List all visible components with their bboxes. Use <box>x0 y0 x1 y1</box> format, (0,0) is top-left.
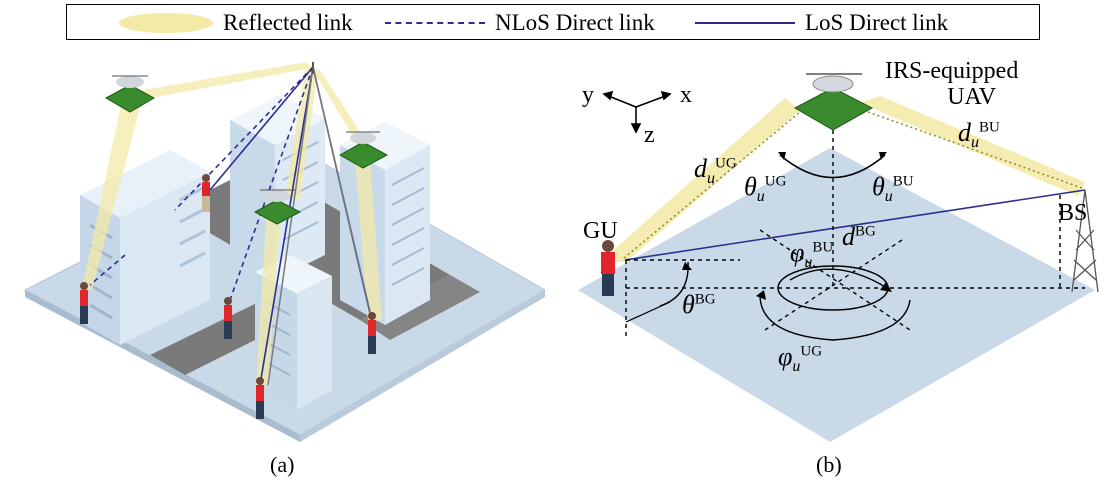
axis-z-label: z <box>644 122 655 148</box>
theta-ug-label: θuUG <box>744 172 787 206</box>
axis-y-label: y <box>582 82 594 108</box>
legend-reflected-label: Reflected link <box>223 10 353 35</box>
ground-user-b <box>601 240 615 296</box>
legend-los-label: LoS Direct link <box>805 10 949 35</box>
uav-irs-2 <box>253 189 302 225</box>
phi-bu-label: φuBU <box>790 238 834 272</box>
los-swatch <box>695 22 795 24</box>
uav-label-line1: IRS-equipped <box>885 58 1019 84</box>
theta-bg-label: θBG <box>682 290 716 319</box>
axis-x-label: x <box>680 82 692 108</box>
ground-users <box>80 174 376 419</box>
legend-box: Reflected link NLoS Direct link LoS Dire… <box>66 4 1040 40</box>
uav-label: IRS-equipped UAV <box>885 58 1018 110</box>
gu-label: GU <box>583 218 618 244</box>
d-bg-label: dBG <box>842 222 876 251</box>
panel-a-illustration <box>23 62 546 442</box>
bs-label: BS <box>1058 200 1088 226</box>
caption-a: (a) <box>270 452 295 477</box>
d-ug-label: duUG <box>694 154 737 188</box>
nlos-swatch <box>385 22 485 24</box>
legend-reflected: Reflected link <box>119 11 353 35</box>
uav-irs-3 <box>338 131 389 169</box>
theta-bu-label: θuBU <box>872 172 914 206</box>
phi-ug-label: φuUG <box>778 342 823 376</box>
ground-plane <box>578 148 1095 442</box>
uav-label-line2: UAV <box>947 84 997 110</box>
axes-icon <box>602 90 672 134</box>
caption-b: (b) <box>816 452 842 477</box>
legend-nlos: NLoS Direct link <box>385 11 655 35</box>
uav-irs-1 <box>104 75 156 113</box>
reflected-swatch <box>119 13 213 33</box>
legend-los: LoS Direct link <box>695 11 948 35</box>
d-bu-label: duBU <box>958 118 1000 152</box>
legend-nlos-label: NLoS Direct link <box>495 10 655 35</box>
uav-irs-b <box>793 73 874 131</box>
